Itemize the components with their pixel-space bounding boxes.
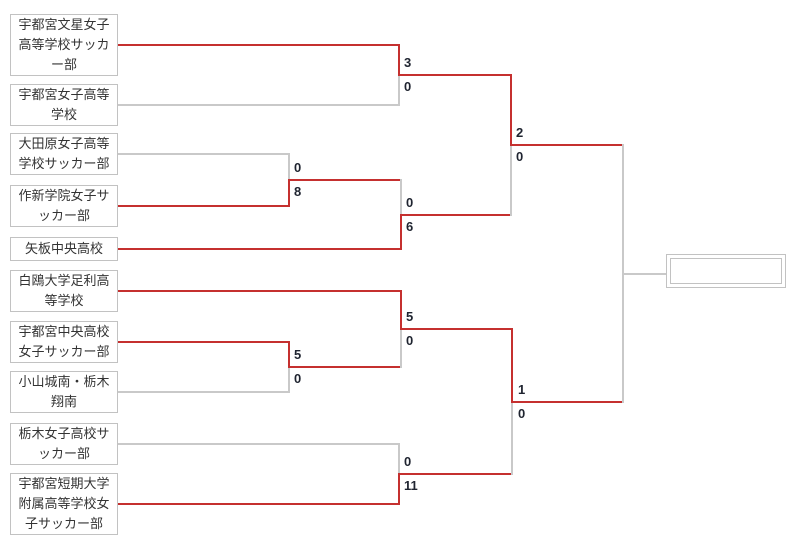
sf2-winner-line — [511, 401, 624, 403]
qf2-score-bottom: 0 — [406, 333, 414, 348]
sf1-vertical-winner — [510, 74, 512, 146]
team-name: 矢板中央高校 — [24, 241, 103, 256]
team-name: 宇都宮文星女子高等学校サッカー部 — [18, 17, 110, 72]
match3-vertical-loser — [288, 366, 290, 393]
match2-score-bottom: 8 — [294, 184, 302, 199]
team6-line — [118, 290, 402, 292]
qf1-score-bottom: 6 — [406, 219, 414, 234]
team-box-4: 作新学院女子サッカー部 — [10, 185, 118, 227]
match4-vertical-loser — [398, 443, 400, 475]
team-box-6: 白鴎大学足利高等学校 — [10, 270, 118, 312]
team-name: 小山城南・栃木翔南 — [18, 374, 110, 409]
match3-winner-line — [288, 366, 402, 368]
match4-score-top: 0 — [404, 454, 412, 469]
sf1-score-top: 2 — [516, 125, 524, 140]
match4-score-bottom: 11 — [404, 478, 418, 493]
champion-box-inner — [670, 258, 782, 284]
qf1-winner-line — [400, 214, 512, 216]
match1-vertical-loser — [398, 74, 400, 106]
team-box-2: 宇都宮女子高等学校 — [10, 84, 118, 126]
qf1-score-top: 0 — [406, 195, 414, 210]
team10-line — [118, 503, 400, 505]
qf2-vertical-winner — [400, 290, 402, 330]
team5-line — [118, 248, 402, 250]
team2-line — [118, 104, 400, 106]
team-box-3: 大田原女子高等学校サッカー部 — [10, 133, 118, 175]
match4-winner-line — [398, 473, 513, 475]
team-name: 宇都宮中央高校女子サッカー部 — [18, 324, 110, 359]
team-box-10: 宇都宮短期大学附属高等学校女子サッカー部 — [10, 473, 118, 535]
match1-winner-line — [398, 74, 512, 76]
team8-line — [118, 391, 290, 393]
team-name: 作新学院女子サッカー部 — [18, 188, 110, 223]
team3-line — [118, 153, 290, 155]
match2-score-top: 0 — [294, 160, 302, 175]
team-name: 宇都宮短期大学附属高等学校女子サッカー部 — [18, 476, 110, 531]
sf1-vertical-loser — [510, 144, 512, 216]
qf1-vertical-winner — [400, 214, 402, 250]
sf1-winner-line — [510, 144, 624, 146]
team-name: 白鴎大学足利高等学校 — [18, 273, 110, 308]
match3-score-top: 5 — [294, 347, 302, 362]
team-box-5: 矢板中央高校 — [10, 237, 118, 261]
team-box-9: 栃木女子高校サッカー部 — [10, 423, 118, 465]
team4-line — [118, 205, 290, 207]
sf2-score-top: 1 — [518, 382, 526, 397]
qf2-vertical-loser — [400, 328, 402, 368]
team9-line — [118, 443, 400, 445]
team-box-8: 小山城南・栃木翔南 — [10, 371, 118, 413]
team-box-7: 宇都宮中央高校女子サッカー部 — [10, 321, 118, 363]
final-connector-line — [622, 273, 666, 275]
team-name: 宇都宮女子高等学校 — [18, 87, 110, 122]
match2-winner-line — [288, 179, 402, 181]
match3-score-bottom: 0 — [294, 371, 302, 386]
qf2-score-top: 5 — [406, 309, 414, 324]
sf2-vertical-winner — [511, 328, 513, 403]
sf1-score-bottom: 0 — [516, 149, 524, 164]
match2-vertical-winner — [288, 179, 290, 207]
sf2-score-bottom: 0 — [518, 406, 526, 421]
match2-vertical-loser — [288, 153, 290, 181]
qf1-vertical-loser — [400, 179, 402, 216]
match3-vertical-winner — [288, 341, 290, 368]
team7-line — [118, 341, 290, 343]
match1-score-bottom: 0 — [404, 79, 412, 94]
team-name: 大田原女子高等学校サッカー部 — [18, 136, 110, 171]
match1-score-top: 3 — [404, 55, 412, 70]
qf2-winner-line — [400, 328, 513, 330]
team1-line — [118, 44, 400, 46]
sf2-vertical-loser — [511, 401, 513, 475]
team-box-1: 宇都宮文星女子高等学校サッカー部 — [10, 14, 118, 76]
champion-box — [666, 254, 786, 288]
match1-vertical-winner — [398, 44, 400, 76]
team-name: 栃木女子高校サッカー部 — [18, 426, 110, 461]
match4-vertical-winner — [398, 473, 400, 505]
